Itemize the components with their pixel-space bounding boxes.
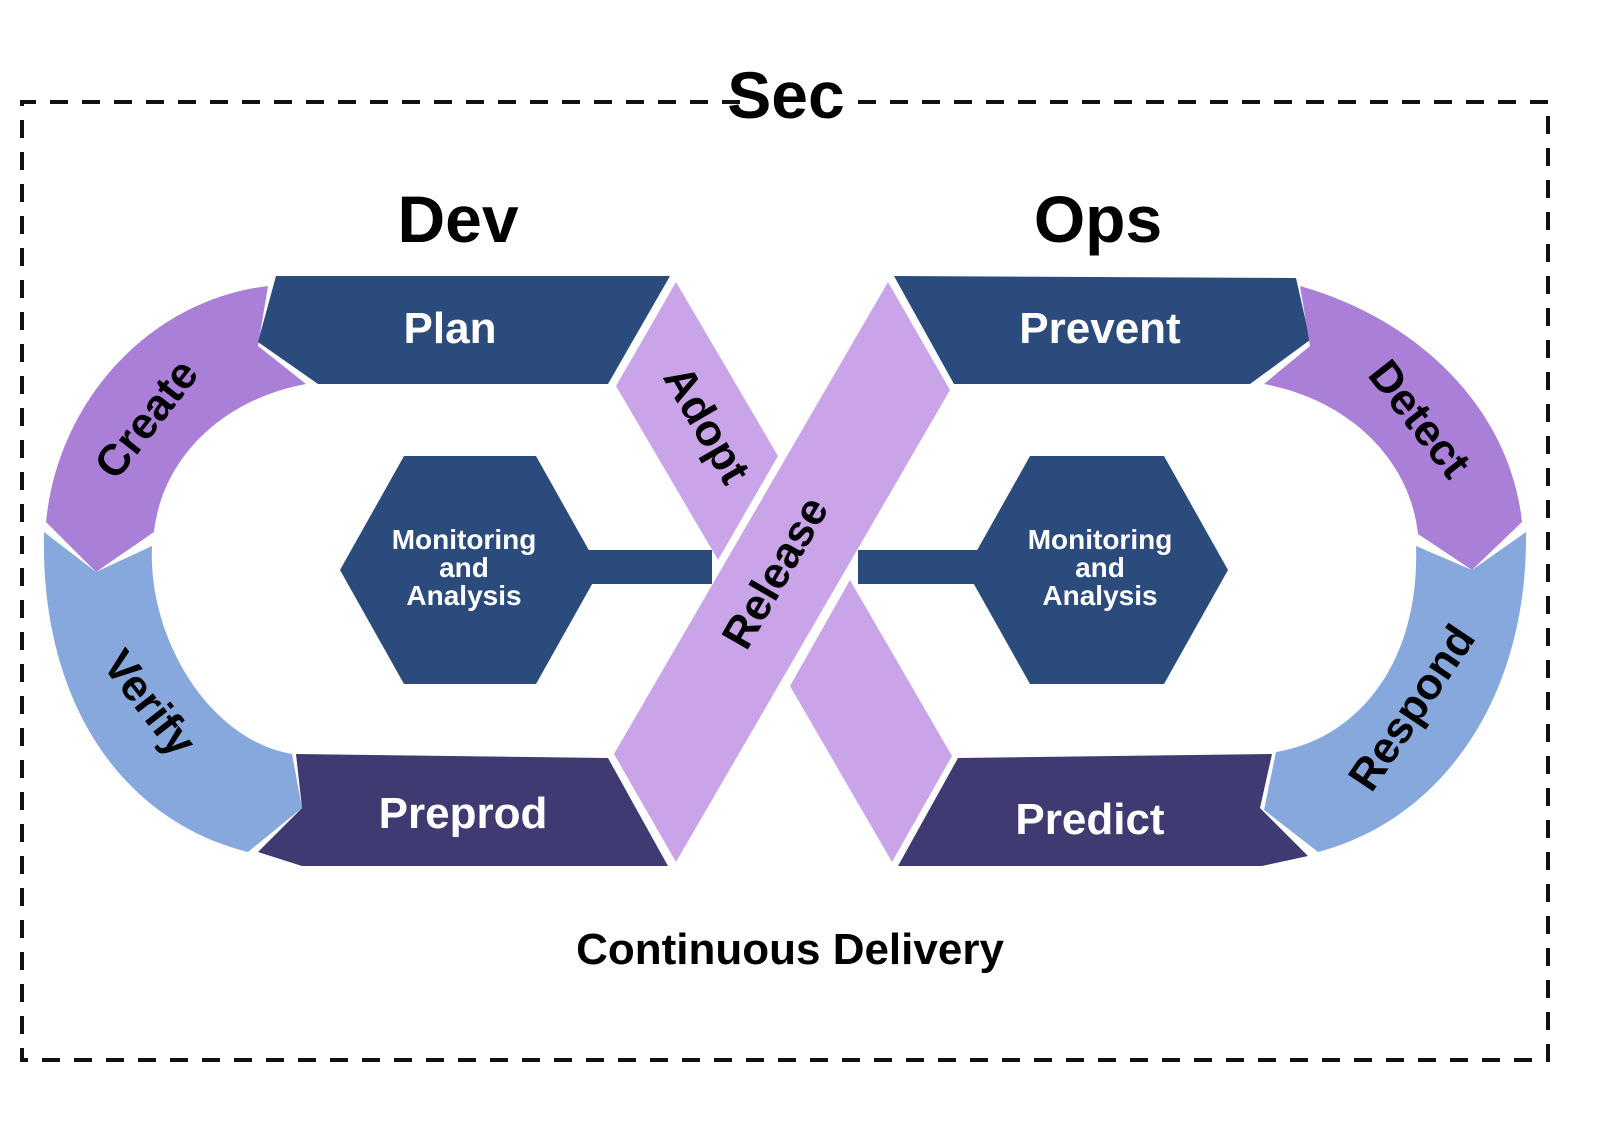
prevent-label: Prevent [1019, 304, 1181, 353]
left-hub-line3: Analysis [406, 580, 521, 611]
ops-heading: Ops [1034, 182, 1162, 256]
dev-heading: Dev [397, 182, 518, 256]
left-hub-label: Monitoring and Analysis [392, 524, 537, 611]
detect-segment [1264, 286, 1522, 570]
sec-frame [20, 100, 1550, 1062]
verify-segment [43, 532, 302, 852]
preprod-segment [258, 754, 668, 866]
create-segment [46, 286, 306, 572]
plan-label: Plan [404, 304, 497, 353]
respond-segment [1264, 532, 1527, 852]
adopt-segment [616, 282, 778, 560]
sec-title: Sec [727, 58, 844, 132]
plan-segment [258, 276, 670, 384]
footer-caption: Continuous Delivery [576, 925, 1004, 974]
preprod-label: Preprod [379, 789, 548, 838]
predict-label: Predict [1015, 795, 1165, 844]
predict-segment [898, 754, 1308, 866]
release-lower-segment [790, 580, 952, 862]
left-hub-line2: and [439, 552, 489, 583]
left-hub [340, 456, 712, 684]
right-hub [858, 456, 1228, 684]
right-hub-line1: Monitoring [1028, 524, 1173, 555]
left-hub-line1: Monitoring [392, 524, 537, 555]
prevent-segment [894, 276, 1310, 384]
right-hub-label: Monitoring and Analysis [1028, 524, 1173, 611]
right-hub-line3: Analysis [1042, 580, 1157, 611]
right-hub-line2: and [1075, 552, 1125, 583]
release-segment [614, 282, 950, 862]
